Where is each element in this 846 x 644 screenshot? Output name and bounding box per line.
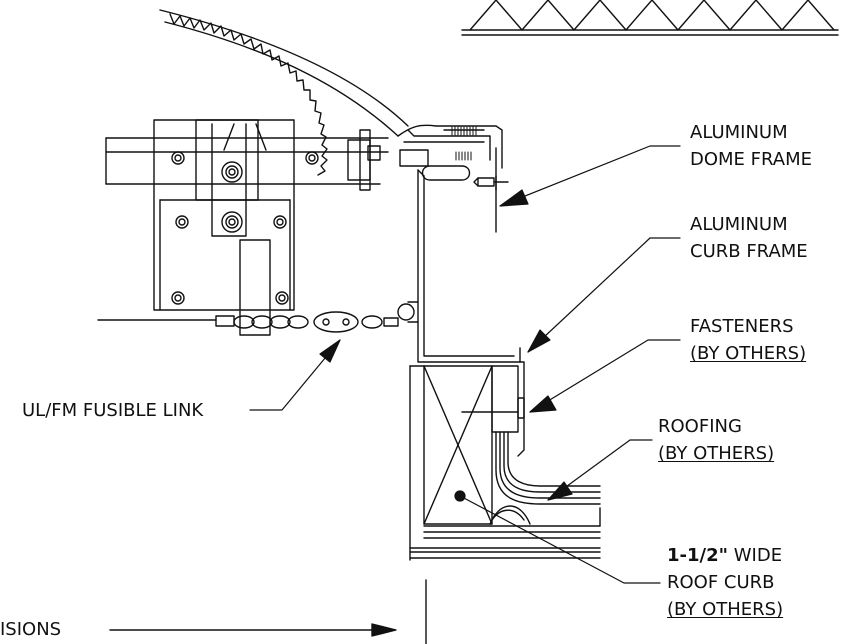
fasteners-callout: FASTENERS (BY OTHERS) [690,313,806,367]
top-truss-detail [462,0,838,35]
roof-curb-callout: 1-1/2" WIDE ROOF CURB (BY OTHERS) [667,542,783,623]
roofing-callout: ROOFING (BY OTHERS) [658,413,774,467]
dome-frame-line2: DOME FRAME [690,149,813,170]
curb-frame-line1: ALUMINUM [690,214,788,235]
fusible-link-text: UL/FM FUSIBLE LINK [22,400,204,421]
roofing-layers [410,508,600,558]
roof-curb-line2: ROOF CURB [667,572,775,593]
roof-curb-block [410,366,600,560]
dimensions-text: ISIONS [0,619,62,640]
aluminum-dome-frame [368,125,508,232]
roofing-line2: (BY OTHERS) [658,443,775,464]
dimension-line [110,580,426,644]
fusible-link-callout: UL/FM FUSIBLE LINK [22,397,203,424]
leader-lines [250,146,680,583]
roof-curb-width-suffix: WIDE [728,545,783,566]
dome-shell [160,10,408,175]
curb-fastener [462,398,524,418]
fasteners-line1: FASTENERS [690,316,794,337]
dome-frame-callout: ALUMINUM DOME FRAME [690,119,812,173]
fusible-link-chain [98,304,414,332]
roof-curb-line1: 1-1/2" WIDE [667,542,783,569]
dimensions-callout: ISIONS [0,616,61,643]
roofing-line1: ROOFING [658,416,742,437]
dome-frame-line1: ALUMINUM [690,122,788,143]
left-frame-assembly [106,120,388,335]
aluminum-curb-frame [408,170,524,456]
curb-frame-callout: ALUMINUM CURB FRAME [690,211,808,265]
fasteners-line2: (BY OTHERS) [690,343,807,364]
roof-curb-line3: (BY OTHERS) [667,599,784,620]
roof-curb-width: 1-1/2" [667,545,728,566]
curb-frame-line2: CURB FRAME [690,241,808,262]
